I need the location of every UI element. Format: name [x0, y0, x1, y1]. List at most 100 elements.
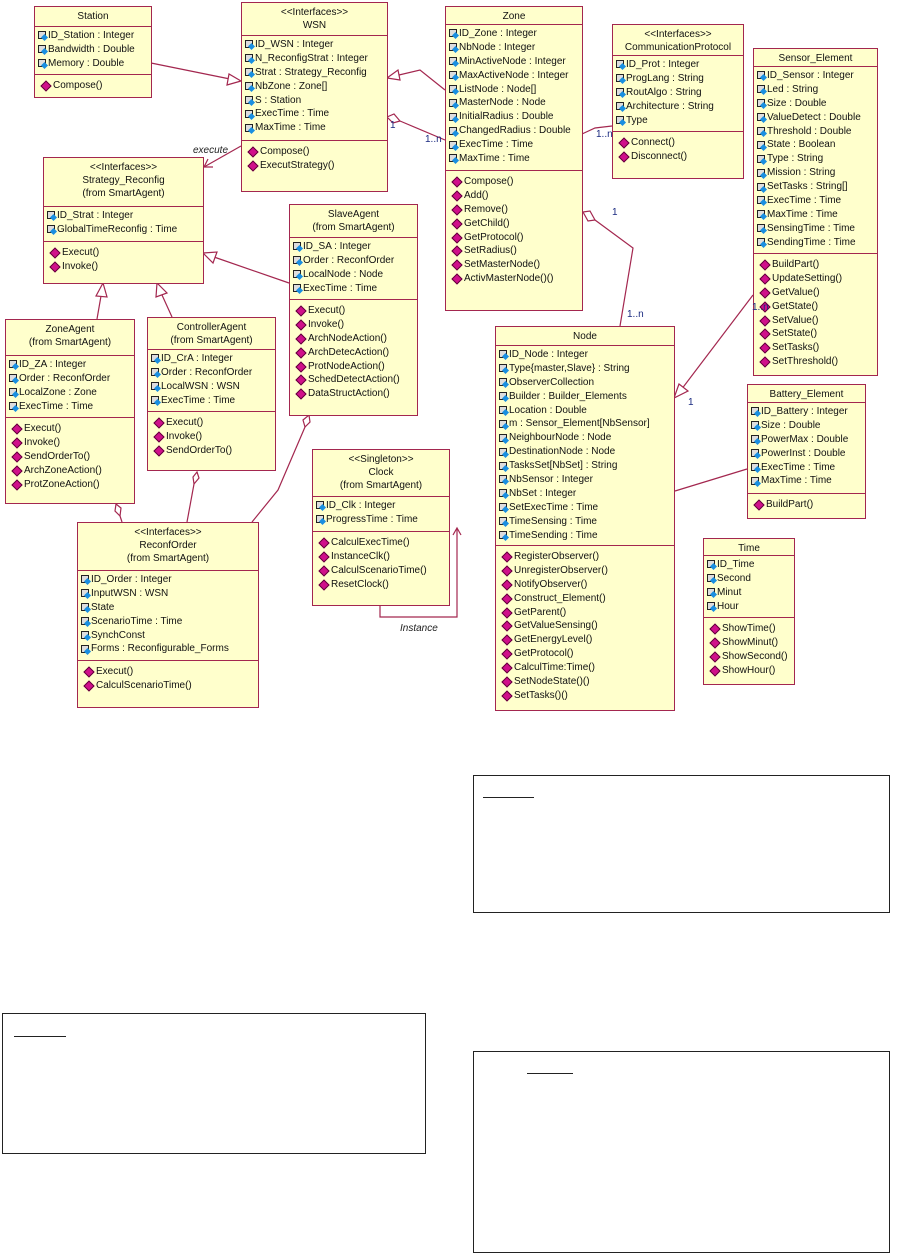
attribute-row[interactable]: Architecture : String: [616, 100, 743, 114]
method-row[interactable]: Compose(): [451, 175, 582, 189]
method-row[interactable]: Execut(): [153, 416, 275, 430]
attribute-row[interactable]: Threshold : Double: [757, 125, 877, 139]
method-row[interactable]: ArchNodeAction(): [295, 332, 417, 346]
method-row[interactable]: ShowTime(): [709, 622, 794, 636]
class-slave-agent[interactable]: SlaveAgent(from SmartAgent)ID_SA : Integ…: [289, 204, 418, 416]
attribute-row[interactable]: RoutAlgo : String: [616, 86, 743, 100]
method-row[interactable]: Invoke(): [49, 260, 203, 274]
class-reconf-order[interactable]: <<Interfaces>>ReconfOrder(from SmartAgen…: [77, 522, 259, 708]
method-row[interactable]: RegisterObserver(): [501, 550, 674, 564]
attribute-row[interactable]: ID_Clk : Integer: [316, 499, 449, 513]
attribute-row[interactable]: TimeSending : Time: [499, 529, 674, 543]
attribute-row[interactable]: S : Station: [245, 94, 387, 108]
method-row[interactable]: ProtNodeAction(): [295, 360, 417, 374]
attribute-row[interactable]: ID_Time: [707, 558, 794, 572]
attribute-row[interactable]: ProgLang : String: [616, 72, 743, 86]
method-row[interactable]: GetState(): [759, 300, 877, 314]
attribute-row[interactable]: DestinationNode : Node: [499, 445, 674, 459]
attribute-row[interactable]: MaxTime : Time: [757, 208, 877, 222]
attribute-row[interactable]: LocalNode : Node: [293, 268, 417, 282]
attribute-row[interactable]: Order : ReconfOrder: [293, 254, 417, 268]
method-row[interactable]: Remove(): [451, 203, 582, 217]
attribute-row[interactable]: ID_SA : Integer: [293, 240, 417, 254]
attribute-row[interactable]: SynchConst: [81, 629, 258, 643]
method-row[interactable]: Execut(): [49, 246, 203, 260]
method-row[interactable]: SendOrderTo(): [11, 450, 134, 464]
method-row[interactable]: BuildPart(): [759, 258, 877, 272]
attribute-row[interactable]: ExecTime : Time: [757, 194, 877, 208]
method-row[interactable]: GetEnergyLevel(): [501, 633, 674, 647]
method-row[interactable]: SetRadius(): [451, 244, 582, 258]
attribute-row[interactable]: MaxTime : Time: [245, 121, 387, 135]
attribute-row[interactable]: GlobalTimeReconfig : Time: [47, 223, 203, 237]
attribute-row[interactable]: Led : String: [757, 83, 877, 97]
attribute-row[interactable]: MasterNode : Node: [449, 96, 582, 110]
method-row[interactable]: SetTasks()(): [501, 689, 674, 703]
attribute-row[interactable]: Forms : Reconfigurable_Forms: [81, 642, 258, 656]
attribute-row[interactable]: Hour: [707, 600, 794, 614]
attribute-row[interactable]: Location : Double: [499, 404, 674, 418]
attribute-row[interactable]: Type: [616, 114, 743, 128]
method-row[interactable]: ShowMinut(): [709, 636, 794, 650]
attribute-row[interactable]: Type : String: [757, 152, 877, 166]
attribute-row[interactable]: SetExecTime : Time: [499, 501, 674, 515]
method-row[interactable]: CalculExecTime(): [318, 536, 449, 550]
attribute-row[interactable]: ObserverCollection: [499, 376, 674, 390]
method-row[interactable]: Execut(): [295, 304, 417, 318]
method-row[interactable]: SetNodeState()(): [501, 675, 674, 689]
method-row[interactable]: GetParent(): [501, 606, 674, 620]
method-row[interactable]: SendOrderTo(): [153, 444, 275, 458]
method-row[interactable]: CalculTime:Time(): [501, 661, 674, 675]
attribute-row[interactable]: Size : Double: [751, 419, 865, 433]
attribute-row[interactable]: NbSet : Integer: [499, 487, 674, 501]
class-clock[interactable]: <<Singleton>>Clock(from SmartAgent)ID_Cl…: [312, 449, 450, 606]
method-row[interactable]: Invoke(): [295, 318, 417, 332]
attribute-row[interactable]: Size : Double: [757, 97, 877, 111]
method-row[interactable]: DataStructAction(): [295, 387, 417, 401]
attribute-row[interactable]: ListNode : Node[]: [449, 83, 582, 97]
method-row[interactable]: GetProtocol(): [451, 231, 582, 245]
attribute-row[interactable]: Bandwidth : Double: [38, 43, 151, 57]
method-row[interactable]: Execut(): [83, 665, 258, 679]
method-row[interactable]: CalculScenarioTime(): [83, 679, 258, 693]
method-row[interactable]: ArchZoneAction(): [11, 464, 134, 478]
method-row[interactable]: ShowHour(): [709, 664, 794, 678]
method-row[interactable]: Disconnect(): [618, 150, 743, 164]
method-row[interactable]: Connect(): [618, 136, 743, 150]
method-row[interactable]: CalculScenarioTime(): [318, 564, 449, 578]
class-zone-agent[interactable]: ZoneAgent(from SmartAgent)ID_ZA : Intege…: [5, 319, 135, 504]
attribute-row[interactable]: ID_CrA : Integer: [151, 352, 275, 366]
method-row[interactable]: SetMasterNode(): [451, 258, 582, 272]
attribute-row[interactable]: TimeSensing : Time: [499, 515, 674, 529]
method-row[interactable]: SchedDetectAction(): [295, 373, 417, 387]
attribute-row[interactable]: InputWSN : WSN: [81, 587, 258, 601]
attribute-row[interactable]: ExecTime : Time: [9, 400, 134, 414]
attribute-row[interactable]: ExecTime : Time: [751, 461, 865, 475]
attribute-row[interactable]: Minut: [707, 586, 794, 600]
attribute-row[interactable]: m : Sensor_Element[NbSensor]: [499, 417, 674, 431]
method-row[interactable]: Invoke(): [11, 436, 134, 450]
attribute-row[interactable]: ID_Order : Integer: [81, 573, 258, 587]
attribute-row[interactable]: Mission : String: [757, 166, 877, 180]
method-row[interactable]: ShowSecond(): [709, 650, 794, 664]
method-row[interactable]: Compose(): [247, 145, 387, 159]
method-row[interactable]: Add(): [451, 189, 582, 203]
method-row[interactable]: UpdateSetting(): [759, 272, 877, 286]
attribute-row[interactable]: ID_Zone : Integer: [449, 27, 582, 41]
method-row[interactable]: ProtZoneAction(): [11, 478, 134, 492]
attribute-row[interactable]: Memory : Double: [38, 57, 151, 71]
method-row[interactable]: InstanceClk(): [318, 550, 449, 564]
attribute-row[interactable]: ID_WSN : Integer: [245, 38, 387, 52]
method-row[interactable]: ExecutStrategy(): [247, 159, 387, 173]
method-row[interactable]: NotifyObserver(): [501, 578, 674, 592]
attribute-row[interactable]: ExecTime : Time: [151, 394, 275, 408]
attribute-row[interactable]: ScenarioTime : Time: [81, 615, 258, 629]
method-row[interactable]: Construct_Element(): [501, 592, 674, 606]
attribute-row[interactable]: ID_Station : Integer: [38, 29, 151, 43]
attribute-row[interactable]: NbSensor : Integer: [499, 473, 674, 487]
